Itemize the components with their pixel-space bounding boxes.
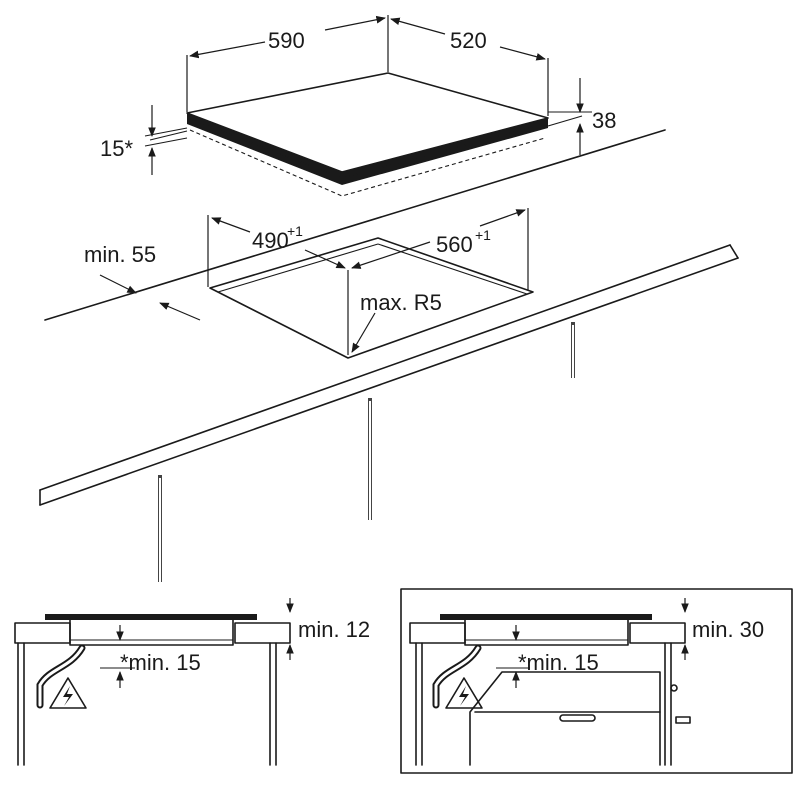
section-right: *min. 15 min. 30 <box>400 588 793 774</box>
cutout-depth-label: 560 <box>436 232 473 257</box>
left-gap-label: min. 12 <box>298 617 370 642</box>
cutout-width-tol: +1 <box>287 223 303 239</box>
dim-radius: max. R5 <box>351 290 442 353</box>
cutout <box>209 237 534 359</box>
dim-hob-height: 38 <box>548 78 616 155</box>
right-gap-label: min. 30 <box>692 617 764 642</box>
dim-cutout-depth: 560 +1 <box>351 208 529 290</box>
hob-drawing <box>149 72 583 197</box>
dim-hob-width: 590 <box>186 15 389 112</box>
electric-warning-icon <box>49 677 87 709</box>
hob-height-label: 38 <box>592 108 616 133</box>
left-clearance-label: *min. 15 <box>120 650 201 675</box>
worktop <box>39 129 739 582</box>
section-left: *min. 15 min. 12 <box>14 598 370 766</box>
right-clearance-label: *min. 15 <box>518 650 599 675</box>
hob-edge-label: 15* <box>100 136 133 161</box>
edge-distance-label: min. 55 <box>84 242 156 267</box>
hob-width-label: 590 <box>268 28 305 53</box>
dim-edge-distance: min. 55 <box>84 242 201 321</box>
dim-cutout-width: 490 +1 <box>207 215 349 355</box>
dim-hob-edge: 15* <box>100 105 188 175</box>
radius-label: max. R5 <box>360 290 442 315</box>
electric-warning-icon <box>445 677 483 709</box>
hob-depth-label: 520 <box>450 28 487 53</box>
dim-hob-depth: 520 <box>390 17 549 116</box>
cabinet-legs <box>158 322 575 582</box>
cutout-width-label: 490 <box>252 228 289 253</box>
cutout-depth-tol: +1 <box>475 227 491 243</box>
